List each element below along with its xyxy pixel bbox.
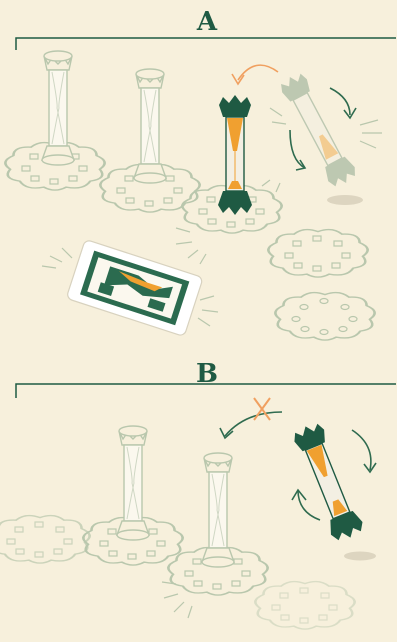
hourglass-icon [218, 95, 252, 215]
cross-icon [254, 398, 270, 420]
hourglass-icon [277, 70, 360, 190]
hourglass-icon [117, 426, 149, 540]
token-base-icon [268, 230, 367, 278]
panel-a-label: A [196, 7, 218, 37]
hourglass-icon [42, 51, 74, 165]
token-base-icon [275, 293, 374, 341]
move-arrow-icon [225, 412, 282, 436]
shadow [327, 195, 363, 205]
panel-a: A [5, 7, 396, 340]
hourglass-icon [134, 69, 166, 183]
token-base-icon [255, 582, 354, 630]
hourglass-icon [202, 453, 234, 567]
rotate-arrow-icon [330, 88, 350, 115]
card-icon [66, 239, 203, 336]
token-base-icon [0, 516, 90, 564]
panel-b: B [0, 359, 396, 629]
hourglass-icon [290, 420, 366, 544]
rotate-arrow-icon [290, 130, 305, 168]
motion-lines [176, 108, 382, 264]
motion-lines [162, 582, 192, 618]
move-arrow-icon [238, 65, 278, 80]
panel-a-bracket [16, 38, 396, 50]
rotate-arrow-icon [352, 430, 371, 470]
shadow [344, 552, 376, 561]
